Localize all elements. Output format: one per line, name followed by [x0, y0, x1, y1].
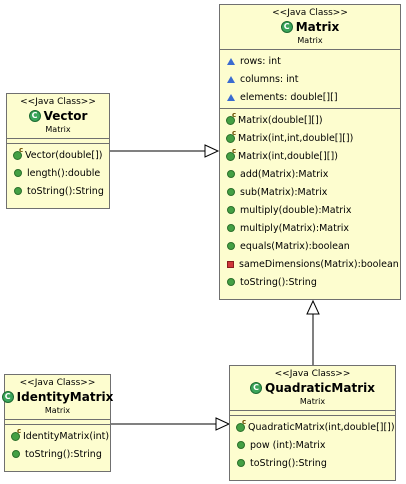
class-name: QuadraticMatrix	[265, 381, 375, 395]
stereotype-label: <<Java Class>>	[274, 369, 351, 379]
member-signature: rows: int	[240, 55, 281, 67]
method-row[interactable]: toString():String	[7, 182, 109, 200]
public-method-icon	[14, 169, 22, 177]
constructor-icon	[13, 146, 23, 160]
member-signature: equals(Matrix):boolean	[240, 240, 350, 252]
method-row[interactable]: QuadraticMatrix(int,double[][])	[230, 418, 395, 436]
member-signature: toString():String	[25, 448, 102, 460]
method-row[interactable]: toString():String	[5, 445, 110, 463]
public-method-icon	[14, 187, 22, 195]
vector-extends-matrix	[110, 144, 220, 158]
method-row[interactable]: Matrix(int,int,double[][])	[220, 129, 400, 147]
member-signature: sub(Matrix):Matrix	[240, 186, 328, 198]
method-row[interactable]: sameDimensions(Matrix):boolean	[220, 255, 400, 273]
java-class-icon: C	[28, 110, 41, 122]
protected-field-icon	[227, 93, 235, 101]
stereotype-label: <<Java Class>>	[20, 97, 96, 107]
constructor-icon	[11, 427, 21, 441]
java-class-icon: C	[280, 21, 293, 33]
method-row[interactable]: IdentityMatrix(int)	[5, 427, 110, 445]
method-row[interactable]: sub(Matrix):Matrix	[220, 183, 400, 201]
method-row[interactable]: multiply(Matrix):Matrix	[220, 219, 400, 237]
constructor-icon	[226, 129, 236, 143]
public-method-icon	[237, 441, 245, 449]
package-label: Matrix	[299, 397, 326, 406]
member-signature: length():double	[27, 167, 101, 179]
member-signature: sameDimensions(Matrix):boolean	[239, 258, 399, 270]
method-row[interactable]: pow (int):Matrix	[230, 436, 395, 454]
methods-section: Matrix(double[][]) Matrix(int,int,double[…	[220, 108, 400, 293]
class-name: Matrix	[295, 20, 340, 34]
member-signature: toString():String	[240, 276, 317, 288]
method-row[interactable]: Vector(double[])	[7, 146, 109, 164]
class-name: IdentityMatrix	[16, 390, 114, 404]
member-signature: toString():String	[250, 457, 327, 469]
methods-section: IdentityMatrix(int) toString():String	[5, 424, 110, 465]
method-row[interactable]: toString():String	[230, 454, 395, 472]
member-signature: QuadraticMatrix(int,double[][])	[248, 421, 395, 433]
method-row[interactable]: add(Matrix):Matrix	[220, 165, 400, 183]
package-label: Matrix	[297, 36, 323, 45]
member-signature: Vector(double[])	[25, 149, 103, 161]
methods-section: Vector(double[]) length():double toString(…	[7, 143, 109, 202]
constructor-icon	[226, 147, 236, 161]
member-signature: multiply(Matrix):Matrix	[240, 222, 350, 234]
methods-section: QuadraticMatrix(int,double[][]) pow (int)…	[230, 415, 395, 474]
member-signature: Matrix(int,int,double[][])	[238, 132, 354, 144]
member-signature: pow (int):Matrix	[250, 439, 326, 451]
method-row[interactable]: multiply(double):Matrix	[220, 201, 400, 219]
quadratic-extends-matrix	[306, 299, 320, 365]
public-method-icon	[12, 450, 20, 458]
method-row[interactable]: Matrix(int,double[][])	[220, 147, 400, 165]
method-row[interactable]: Matrix(double[][])	[220, 111, 400, 129]
member-signature: elements: double[][]	[240, 91, 338, 103]
member-signature: columns: int	[240, 73, 299, 85]
protected-field-icon	[227, 57, 235, 65]
identity-extends-quadratic	[111, 417, 231, 431]
public-method-icon	[227, 224, 235, 232]
member-signature: IdentityMatrix(int)	[23, 430, 110, 442]
public-method-icon	[227, 188, 235, 196]
java-class-icon: C	[1, 391, 14, 403]
package-label: Matrix	[44, 406, 71, 415]
field-row[interactable]: elements: double[][]	[220, 88, 400, 106]
protected-field-icon	[227, 75, 235, 83]
package-label: Matrix	[45, 125, 71, 134]
member-signature: Matrix(int,double[][])	[238, 150, 338, 162]
java-class-icon: C	[250, 382, 263, 394]
class-name: Vector	[43, 109, 88, 123]
member-signature: multiply(double):Matrix	[240, 204, 352, 216]
method-row[interactable]: equals(Matrix):boolean	[220, 237, 400, 255]
public-method-icon	[227, 206, 235, 214]
member-signature: add(Matrix):Matrix	[240, 168, 329, 180]
public-method-icon	[227, 242, 235, 250]
method-row[interactable]: length():double	[7, 164, 109, 182]
public-method-icon	[227, 170, 235, 178]
stereotype-label: <<Java Class>>	[272, 8, 348, 18]
method-row[interactable]: toString():String	[220, 273, 400, 291]
stereotype-label: <<Java Class>>	[19, 378, 96, 388]
member-signature: toString():String	[27, 185, 104, 197]
field-row[interactable]: columns: int	[220, 70, 400, 88]
constructor-icon	[226, 111, 236, 125]
public-method-icon	[227, 278, 235, 286]
public-method-icon	[237, 459, 245, 467]
member-signature: Matrix(double[][])	[238, 114, 323, 126]
constructor-icon	[236, 418, 246, 432]
field-row[interactable]: rows: int	[220, 52, 400, 70]
fields-section: rows: int columns: int elements: double[][…	[220, 50, 400, 108]
private-method-icon	[227, 260, 234, 268]
